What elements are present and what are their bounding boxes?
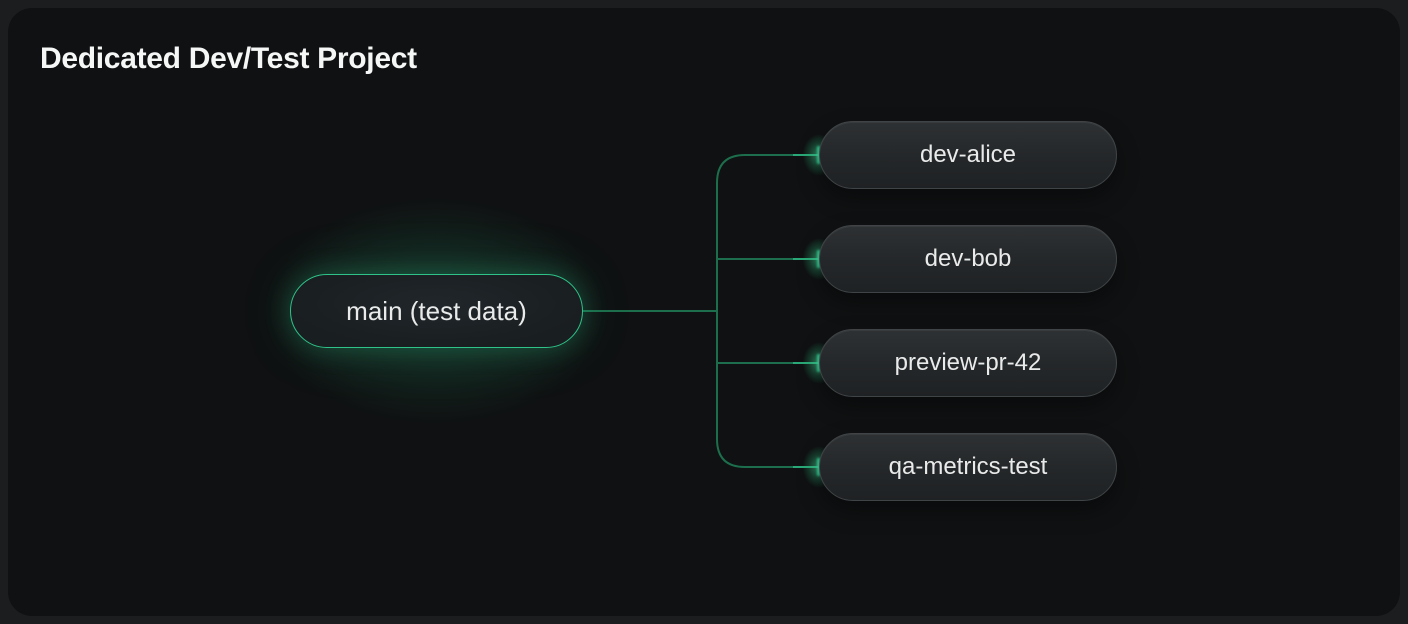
branch-node-label: dev-alice [919, 141, 1017, 168]
branch-node-label: main (test data) [346, 295, 527, 326]
branch-node-dev-alice[interactable]: dev-alice [819, 121, 1117, 189]
branch-node-main[interactable]: main (test data) [290, 274, 583, 348]
branch-node-qa-metrics-test[interactable]: qa-metrics-test [819, 433, 1117, 501]
branch-node-label: dev-bob [924, 245, 1012, 272]
branch-node-label: preview-pr-42 [894, 349, 1042, 376]
page-title: Dedicated Dev/Test Project [40, 42, 417, 75]
branch-node-dev-bob[interactable]: dev-bob [819, 225, 1117, 293]
branch-node-preview-pr-42[interactable]: preview-pr-42 [819, 329, 1117, 397]
project-card [8, 8, 1400, 616]
branch-node-label: qa-metrics-test [888, 453, 1048, 480]
